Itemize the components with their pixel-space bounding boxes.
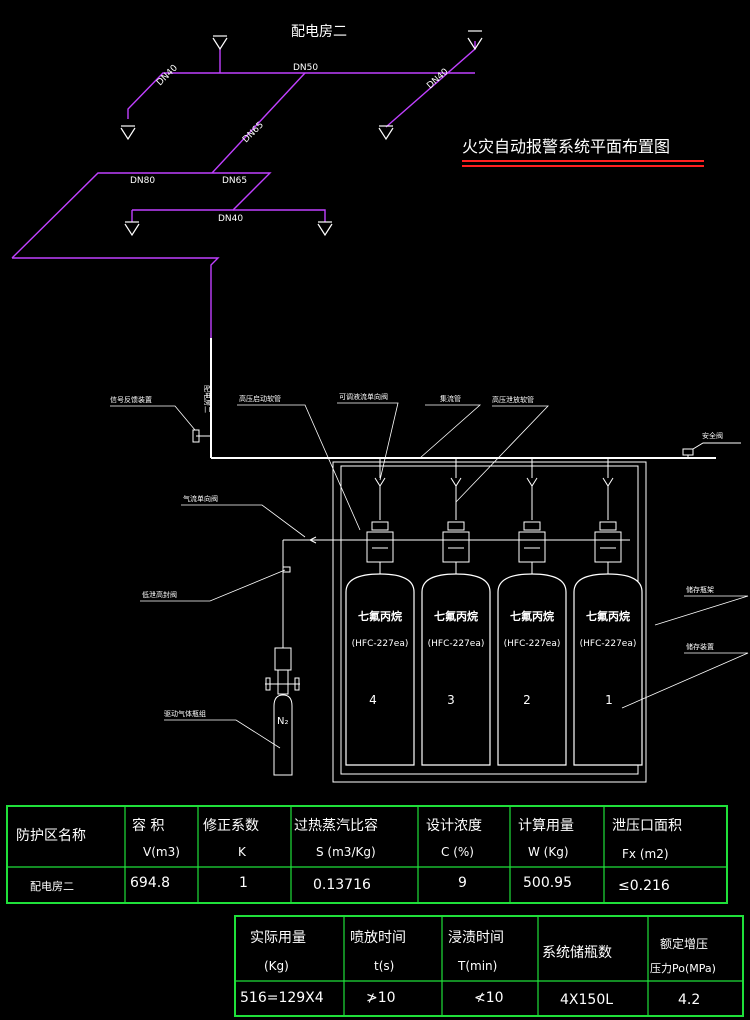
cylinder-agent: 七氟丙烷 xyxy=(434,609,478,623)
cylinders: 七氟丙烷 (HFC-227ea) 4 七氟丙烷 (HFC-227ea) 3 七氟… xyxy=(345,573,643,766)
parameter-table-1: 防护区名称 容 积 V(m3) 修正系数 K 过热蒸汽比容 S (m3/Kg) … xyxy=(6,805,728,904)
table1-header-specific-volume: 过热蒸汽比容 xyxy=(294,818,378,834)
valve-head-2 xyxy=(518,458,546,575)
callout-hp-start-hose: 高压启动软管 xyxy=(239,394,281,403)
table2-cell-bottles: 4X150L xyxy=(560,992,614,1008)
table2-header-bottles: 系统储瓶数 xyxy=(542,945,612,961)
table2-header-discharge-unit: t(s) xyxy=(374,959,395,973)
table2-header-actual: 实际用量 xyxy=(250,930,306,946)
table1-header-concentration: 设计浓度 xyxy=(426,818,482,834)
valve-head-3 xyxy=(442,458,470,575)
table1-header-amount: 计算用量 xyxy=(518,818,574,834)
pipe-label-dn65: DN65 xyxy=(241,120,266,145)
table1-header-relief-area-unit: Fx (m2) xyxy=(622,847,669,861)
cylinder-code: (HFC-227ea) xyxy=(504,639,561,649)
nozzle-icon xyxy=(120,125,136,141)
callout-storage-rack: 储存瓶架 xyxy=(686,585,714,594)
parameter-table-2: 实际用量 (Kg) 喷放时间 t(s) 浸渍时间 T(min) 系统储瓶数 额定… xyxy=(234,915,744,1017)
pipe-network xyxy=(11,41,476,338)
table1-cell-amount: 500.95 xyxy=(523,875,572,891)
pipe-label-dn40: DN40 xyxy=(425,67,451,91)
drive-gas-line xyxy=(282,536,630,648)
table-1-grid xyxy=(8,807,726,902)
main-pipe xyxy=(192,338,716,459)
callout-storage-device: 储存装置 xyxy=(686,642,714,651)
callout-drive-gas-bottle: 驱动气体瓶组 xyxy=(164,709,206,718)
table1-cell-correction: 1 xyxy=(239,875,248,891)
nozzle-icon xyxy=(124,221,140,237)
table2-header-discharge: 喷放时间 xyxy=(350,930,406,946)
table1-header-amount-unit: W (Kg) xyxy=(528,845,569,859)
table2-cell-discharge: ≯10 xyxy=(366,990,396,1006)
room-label: 配电房二 xyxy=(291,24,347,40)
table2-header-actual-unit: (Kg) xyxy=(264,959,289,973)
table1-header-correction: 修正系数 xyxy=(203,818,259,834)
cylinder-number: 2 xyxy=(523,693,531,707)
table1-cell-concentration: 9 xyxy=(458,875,467,891)
cylinder-code: (HFC-227ea) xyxy=(580,639,637,649)
pipe-label-dn50: DN50 xyxy=(293,63,318,73)
table1-header-zone: 防护区名称 xyxy=(16,828,86,844)
callout-check-valve: 可调液流单向阀 xyxy=(339,392,388,401)
table1-cell-zone: 配电房二 xyxy=(30,880,74,893)
pipe-label-dn65: DN65 xyxy=(222,176,247,186)
pipe-label-dn80: DN80 xyxy=(130,176,155,186)
cylinder-1: 七氟丙烷 (HFC-227ea) 1 xyxy=(573,573,643,766)
cylinder-agent: 七氟丙烷 xyxy=(586,609,630,623)
cylinder-4: 七氟丙烷 (HFC-227ea) 4 xyxy=(345,573,415,766)
pipe-labels: DN40 DN50 DN40 DN65 DN80 DN65 DN40 xyxy=(130,63,451,224)
cylinder-2: 七氟丙烷 (HFC-227ea) 2 xyxy=(497,573,567,766)
nozzle-icon xyxy=(317,221,333,237)
n2-label: N₂ xyxy=(277,716,289,727)
cylinder-agent: 七氟丙烷 xyxy=(510,609,554,623)
table1-header-volume-unit: V(m3) xyxy=(143,845,180,859)
cylinder-3: 七氟丙烷 (HFC-227ea) 3 xyxy=(421,573,491,766)
cylinder-agent: 七氟丙烷 xyxy=(358,609,402,623)
nozzle-icon xyxy=(212,35,228,51)
nozzle-icon xyxy=(378,125,394,141)
table1-header-volume: 容 积 xyxy=(132,818,165,834)
table1-cell-volume: 694.8 xyxy=(130,875,171,891)
table2-header-soak: 浸渍时间 xyxy=(448,930,504,946)
callout-signal-feedback: 信号反馈装置 xyxy=(110,395,152,404)
callout-low-leak-valve: 低泄高封阀 xyxy=(142,590,177,599)
callout-safety-valve: 安全阀 xyxy=(702,431,723,440)
diagram-title: 火灾自动报警系统平面布置图 xyxy=(462,137,670,156)
pipe-label-dn40: DN40 xyxy=(155,63,180,88)
callout-leaders xyxy=(110,402,749,749)
callout-hp-release-hose: 高压泄放软管 xyxy=(492,395,534,404)
safety-valve-icon xyxy=(682,442,741,458)
cylinder-number: 1 xyxy=(605,693,613,707)
nozzle-icon xyxy=(467,30,483,51)
cylinder-code: (HFC-227ea) xyxy=(352,639,409,649)
table2-header-pressure-unit: 压力Po(MPa) xyxy=(650,962,716,975)
callout-gas-check-valve: 气流单向阀 xyxy=(183,494,218,503)
table2-cell-pressure: 4.2 xyxy=(678,992,701,1008)
table2-cell-soak: ≮10 xyxy=(474,990,504,1006)
valve-head-4 xyxy=(366,458,394,575)
table1-header-relief-area: 泄压口面积 xyxy=(612,818,682,834)
callout-manifold: 集流管 xyxy=(440,394,461,403)
pipe-label-dn40: DN40 xyxy=(218,214,243,224)
drive-gas-bottle xyxy=(265,647,300,776)
table1-cell-specific-volume: 0.13716 xyxy=(313,877,371,893)
table1-header-concentration-unit: C (%) xyxy=(441,845,474,859)
table1-header-correction-unit: K xyxy=(238,845,246,859)
nozzles xyxy=(120,30,483,237)
table2-header-pressure: 额定增压 xyxy=(660,937,709,951)
table1-header-specific-volume-unit: S (m3/Kg) xyxy=(316,845,376,859)
callout-labels: 信号反馈装置 高压启动软管 可调液流单向阀 集流管 高压泄放软管 安全阀 气流单… xyxy=(110,392,723,718)
table1-cell-relief-area: ≤0.216 xyxy=(618,878,670,894)
cylinder-valves xyxy=(366,458,622,575)
vertical-room-label: 配电房二 xyxy=(203,385,212,413)
valve-head-1 xyxy=(594,458,622,575)
table2-cell-actual: 516=129X4 xyxy=(240,990,324,1006)
table2-header-soak-unit: T(min) xyxy=(458,959,498,973)
cylinder-code: (HFC-227ea) xyxy=(428,639,485,649)
table-2-grid xyxy=(236,917,742,1015)
cylinder-number: 4 xyxy=(369,693,377,707)
cylinder-number: 3 xyxy=(447,693,455,707)
